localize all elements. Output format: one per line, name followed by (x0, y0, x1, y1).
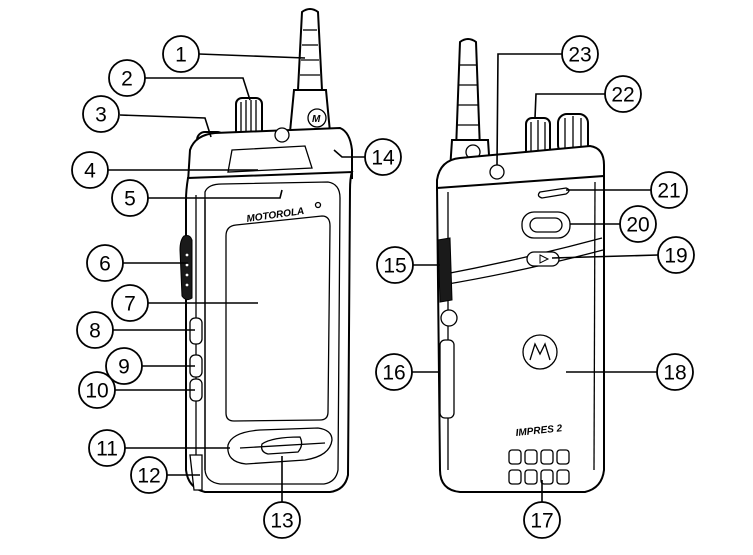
callout-15-label: 15 (383, 255, 406, 278)
back-knob-2 (557, 113, 589, 155)
back-side-connector (439, 339, 455, 419)
callout-6-label: 6 (99, 253, 111, 276)
callout-22: 22 (604, 75, 642, 113)
leader-lines (108, 53, 659, 502)
callout-21: 21 (650, 171, 688, 209)
callout-19: 19 (657, 236, 695, 274)
callout-23-label: 23 (568, 44, 591, 67)
front-radio: M MOTOROLA (179, 8, 354, 493)
callout-20-label: 20 (626, 214, 649, 237)
callout-18: 18 (656, 353, 694, 391)
back-emergency-button (521, 211, 571, 239)
callout-3: 3 (82, 95, 120, 133)
svg-text:M: M (312, 114, 321, 125)
callout-8-label: 8 (89, 320, 101, 343)
front-ptt-button (179, 235, 193, 301)
callout-8: 8 (76, 311, 114, 349)
callout-11-label: 11 (96, 438, 118, 461)
callout-7-label: 7 (124, 293, 136, 316)
callout-10: 10 (78, 371, 116, 409)
callout-22-label: 22 (611, 84, 634, 107)
back-antenna (448, 38, 492, 171)
callout-16: 16 (375, 353, 413, 391)
back-logo (522, 334, 558, 370)
callout-17-label: 17 (530, 510, 553, 533)
callout-10-label: 10 (85, 380, 108, 403)
callout-4-label: 4 (84, 160, 96, 183)
callout-14: 14 (364, 138, 402, 176)
callout-4: 4 (71, 151, 109, 189)
back-impres-label: IMPRES 2 (515, 423, 563, 439)
callout-19-label: 19 (664, 245, 687, 268)
callout-15: 15 (376, 246, 414, 284)
back-ptt-button (437, 237, 453, 303)
back-radio: IMPRES 2 (435, 38, 605, 493)
callout-12: 12 (130, 456, 168, 494)
back-battery-contacts (508, 449, 570, 485)
callout-21-label: 21 (657, 180, 680, 203)
callout-6: 6 (86, 244, 124, 282)
front-side-button-1 (189, 317, 203, 345)
callout-9-label: 9 (118, 356, 130, 379)
callout-1: 1 (162, 35, 200, 73)
callout-2-label: 2 (121, 68, 133, 91)
back-top-slot (537, 187, 570, 199)
callout-16-label: 16 (382, 362, 405, 385)
callout-9: 9 (105, 347, 143, 385)
callout-18-label: 18 (663, 362, 686, 385)
callout-1-label: 1 (175, 44, 187, 67)
callout-23: 23 (561, 35, 599, 73)
callout-3-label: 3 (95, 104, 107, 127)
callout-13-label: 13 (270, 510, 293, 533)
callout-14-label: 14 (371, 147, 395, 170)
callout-7: 7 (111, 284, 149, 322)
callout-5-label: 5 (124, 188, 136, 211)
callout-13: 13 (263, 501, 301, 539)
callout-20: 20 (619, 205, 657, 243)
callout-2: 2 (108, 59, 146, 97)
callout-17: 17 (523, 501, 561, 539)
front-antenna: M (288, 8, 332, 133)
callout-5: 5 (111, 179, 149, 217)
front-display (225, 215, 331, 422)
callout-11: 11 (88, 429, 126, 467)
callout-12-label: 12 (137, 465, 160, 488)
